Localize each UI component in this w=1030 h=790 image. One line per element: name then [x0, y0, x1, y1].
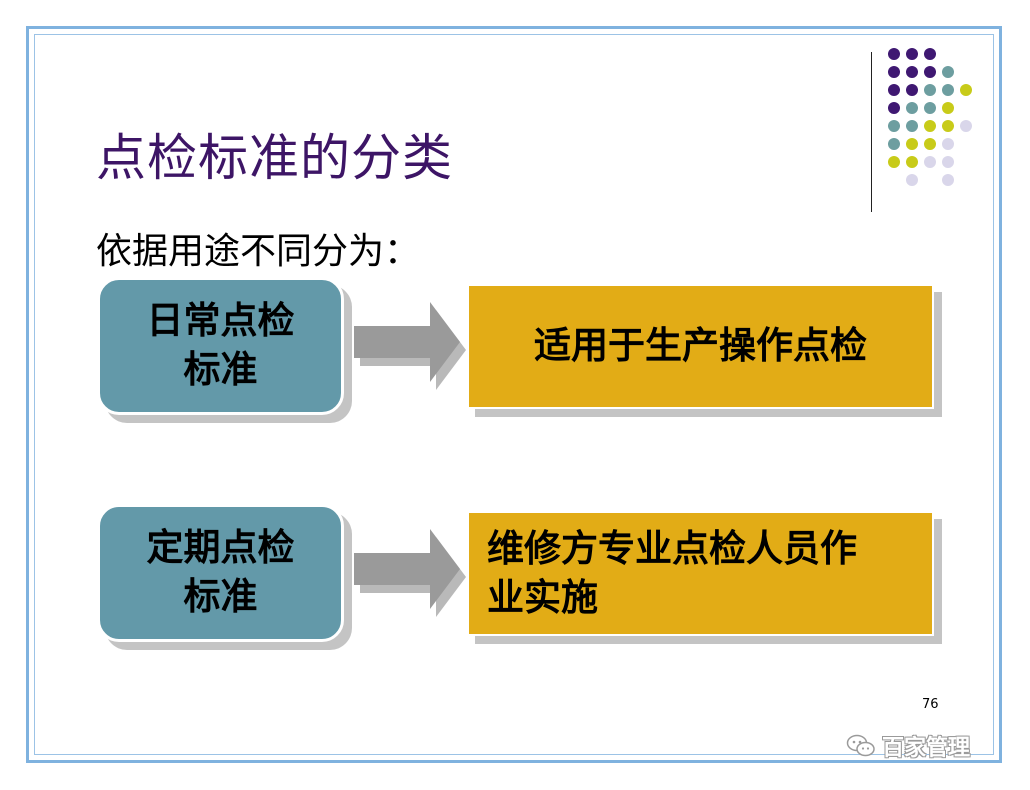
decorative-dot	[942, 84, 954, 96]
decorative-dot	[942, 102, 954, 114]
decorative-dot	[924, 156, 936, 168]
slide-frame-inner	[34, 34, 994, 755]
decorative-dot	[942, 174, 954, 186]
decorative-dot	[924, 84, 936, 96]
slide-title: 点检标准的分类	[96, 129, 453, 187]
slide-frame-outer	[26, 26, 1002, 763]
decorative-dot	[942, 120, 954, 132]
decorative-dot	[960, 84, 972, 96]
decorative-dot	[888, 156, 900, 168]
decorative-dot	[906, 156, 918, 168]
periodic-usage-label: 维修方专业点检人员作 业实施	[487, 526, 857, 619]
decorative-dot	[942, 66, 954, 78]
periodic-usage-box: 维修方专业点检人员作 业实施	[467, 511, 934, 636]
decorative-dot	[906, 48, 918, 60]
decorative-dot	[888, 120, 900, 132]
decorative-dot	[888, 84, 900, 96]
decorative-dot	[906, 84, 918, 96]
arrow-right-icon	[354, 302, 466, 390]
daily-inspection-standard-box: 日常点检 标准	[97, 277, 344, 415]
decorative-dot	[960, 120, 972, 132]
decorative-dot	[924, 66, 936, 78]
decorative-dot	[924, 48, 936, 60]
arrow-right-icon	[354, 529, 466, 617]
decorative-dot	[888, 102, 900, 114]
decorative-dot	[906, 138, 918, 150]
periodic-inspection-standard-label: 定期点检 标准	[146, 526, 295, 618]
watermark-text: 百家管理	[882, 736, 971, 761]
decorative-dot	[906, 102, 918, 114]
periodic-inspection-standard-box: 定期点检 标准	[97, 504, 344, 642]
daily-usage-label: 适用于生产操作点检	[534, 324, 867, 368]
decorative-dot	[906, 174, 918, 186]
decorative-dot	[942, 138, 954, 150]
page-number: 76	[922, 697, 939, 712]
slide-subtitle: 依据用途不同分为：	[96, 231, 421, 272]
decorative-dot	[924, 138, 936, 150]
vertical-divider	[871, 52, 872, 212]
wechat-icon	[846, 734, 875, 757]
daily-usage-box: 适用于生产操作点检	[467, 284, 934, 409]
decorative-dot	[888, 48, 900, 60]
decorative-dot	[888, 66, 900, 78]
daily-inspection-standard-label: 日常点检 标准	[146, 299, 295, 391]
decorative-dot	[906, 66, 918, 78]
decorative-dot-grid	[888, 48, 984, 192]
decorative-dot	[924, 120, 936, 132]
decorative-dot	[888, 138, 900, 150]
decorative-dot	[942, 156, 954, 168]
decorative-dot	[906, 120, 918, 132]
decorative-dot	[924, 102, 936, 114]
watermark: 百家管理	[846, 730, 970, 762]
